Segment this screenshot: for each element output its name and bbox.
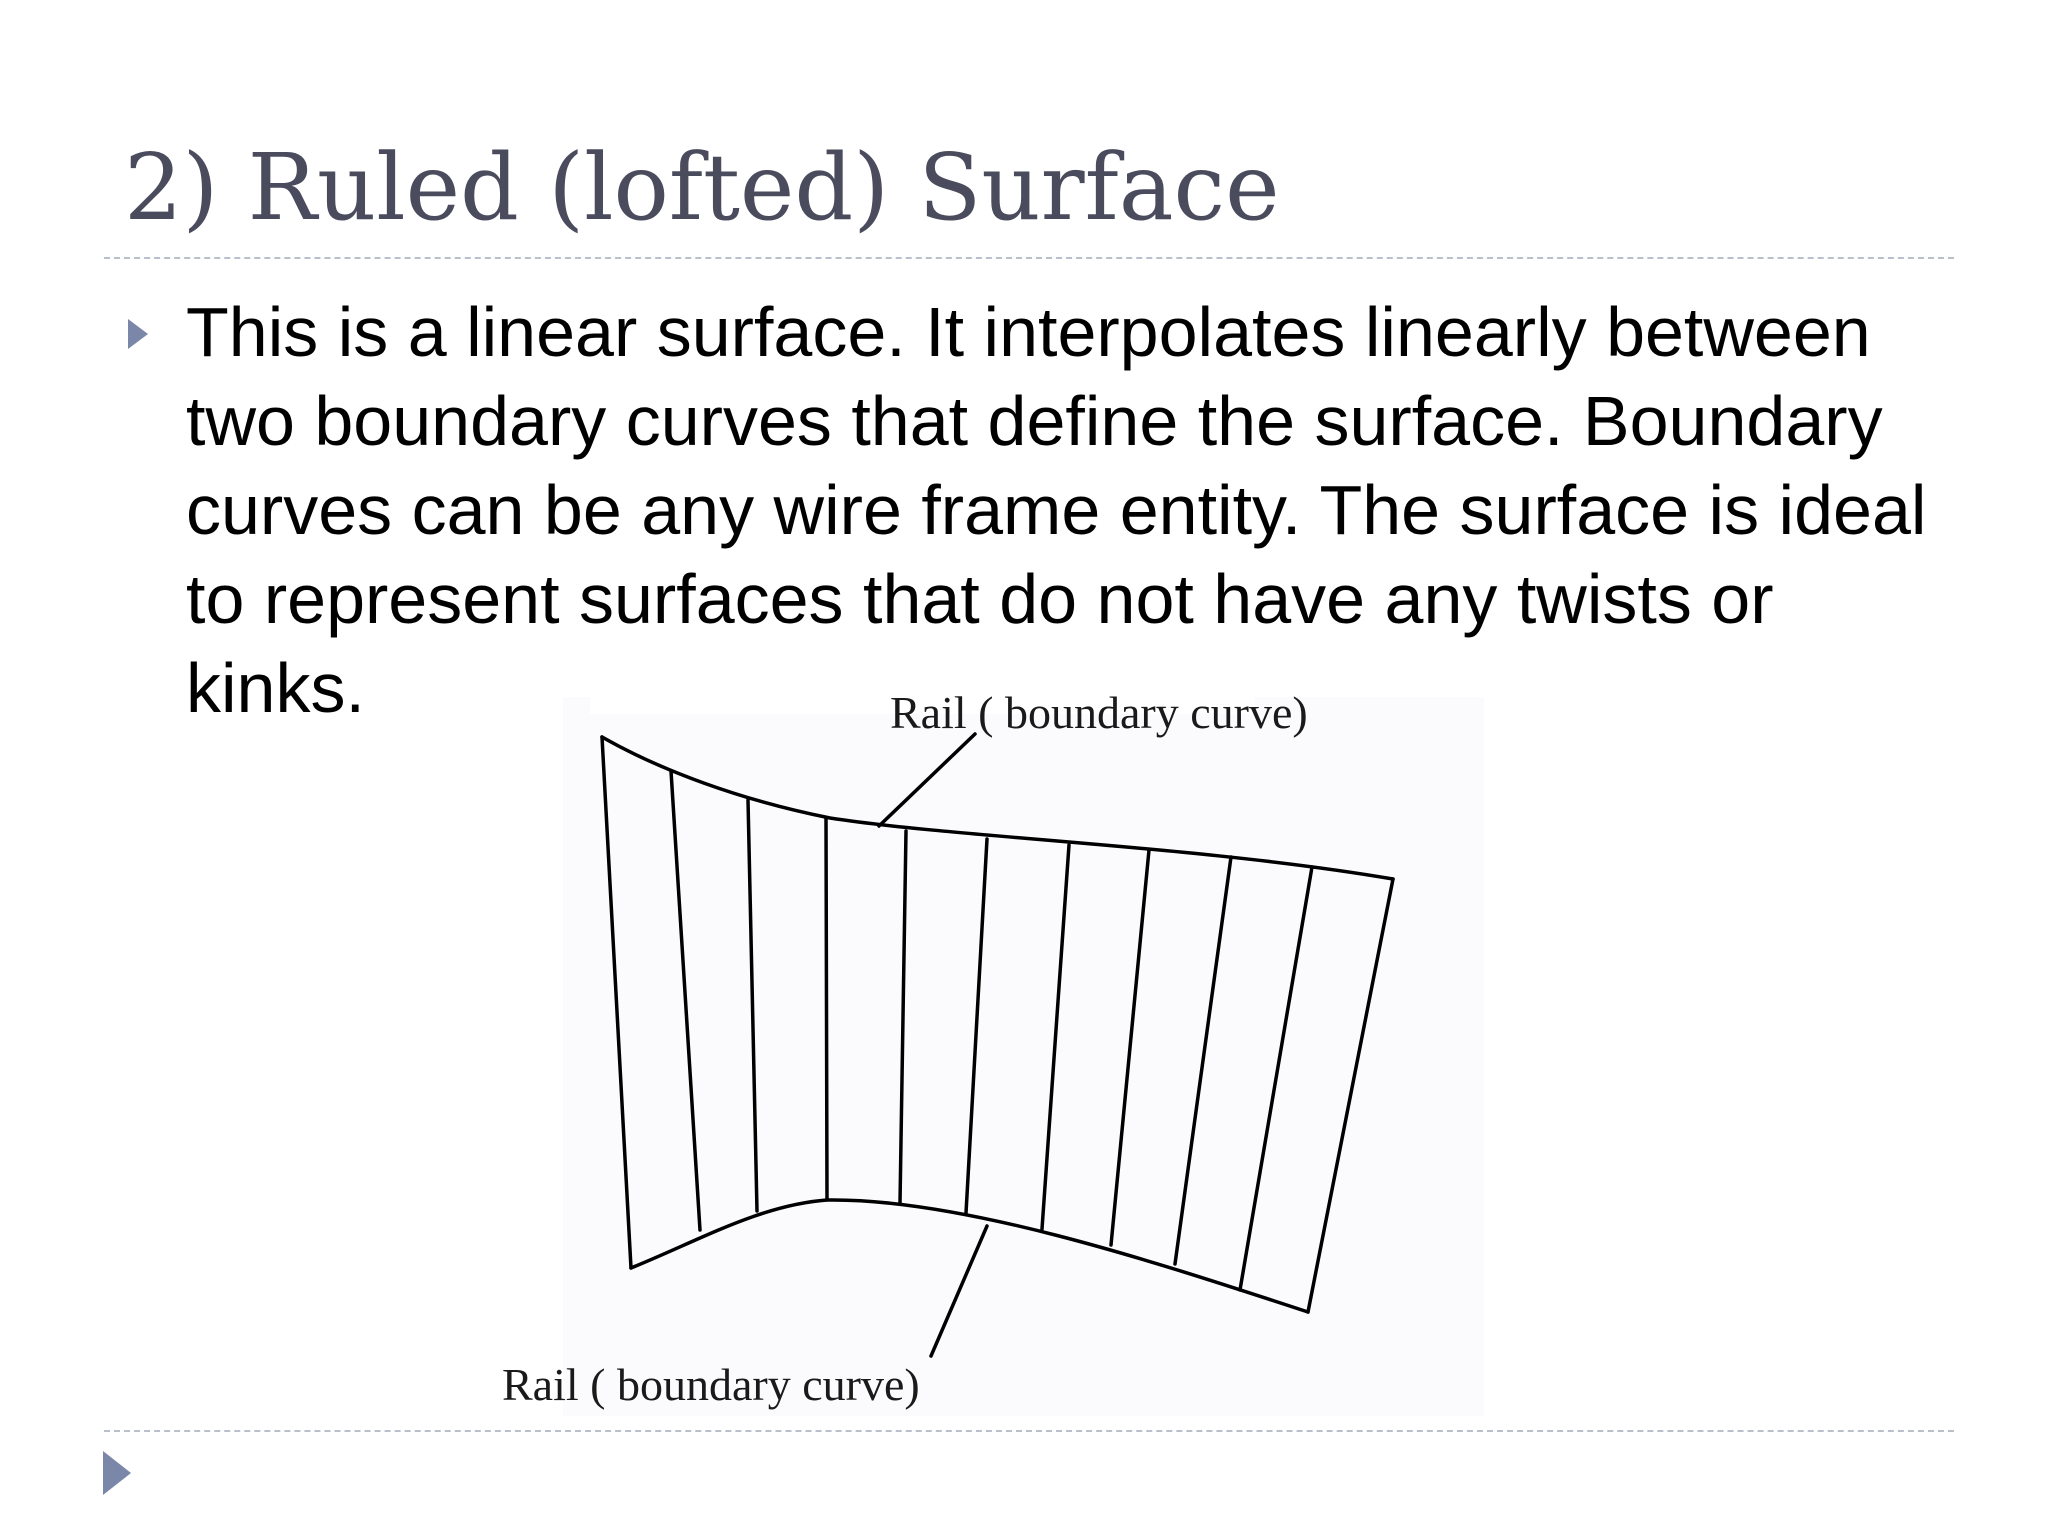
- bullet-triangle-icon: [128, 319, 148, 349]
- title-divider: [104, 257, 1954, 259]
- ruling-line: [1238, 865, 1314, 1292]
- top-leader-line: [877, 732, 977, 828]
- slide-title: 2) Ruled (lofted) Surface: [124, 134, 1280, 241]
- ruling-line: [964, 837, 989, 1215]
- ruling-line: [898, 829, 908, 1205]
- bottom-rail-label: Rail ( boundary curve): [502, 1359, 920, 1410]
- left-edge: [600, 735, 633, 1270]
- ruling-line: [824, 816, 829, 1202]
- bullet-text: This is a linear surface. It interpolate…: [186, 293, 1927, 727]
- figure-background: [563, 697, 1484, 1416]
- text-mask: [590, 688, 1255, 714]
- top-rail-label: Rail ( boundary curve): [890, 687, 1308, 738]
- top-rail-curve: [600, 735, 1395, 881]
- ruled-surface-drawing: [600, 732, 1395, 1358]
- right-edge: [1306, 877, 1395, 1314]
- footer-divider: [104, 1430, 1954, 1432]
- ruling-line: [669, 769, 702, 1232]
- ruling-line: [1040, 843, 1071, 1231]
- ruling-line: [746, 798, 759, 1213]
- bottom-leader-line: [929, 1224, 989, 1358]
- ruling-line: [1173, 855, 1233, 1266]
- ruling-line: [1109, 848, 1151, 1247]
- slide-marker-triangle-icon: [103, 1451, 131, 1495]
- bottom-rail-curve: [629, 1198, 1310, 1314]
